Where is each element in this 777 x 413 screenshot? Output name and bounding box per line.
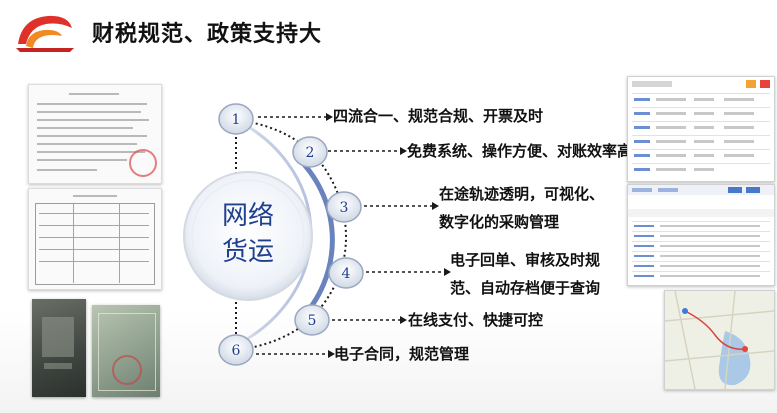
feature-2-text: 免费系统、操作方便、对账效率高	[407, 142, 633, 160]
svg-text:4: 4	[342, 266, 351, 282]
node-1: 1	[218, 103, 254, 135]
center-label: 网络 货运	[208, 198, 288, 270]
feature-5-text: 在线支付、快捷可控	[408, 311, 544, 329]
center-label-line2: 货运	[221, 237, 274, 267]
node-4: 4	[328, 257, 364, 289]
node-2: 2	[292, 136, 328, 168]
node-5: 5	[294, 304, 330, 336]
waybill-table-screenshot	[627, 184, 775, 286]
receipt-photo-left	[32, 299, 86, 397]
svg-text:2: 2	[306, 145, 315, 161]
feature-1-text: 四流合一、规范合规、开票及时	[333, 107, 544, 125]
invoice-form-thumbnail	[28, 188, 162, 290]
svg-text:6: 6	[232, 343, 241, 359]
feature-4-text: 电子回单、审核及时规 范、自动存档便于查询	[450, 251, 601, 297]
license-photo-right	[92, 305, 160, 397]
contract-document-thumbnail	[28, 84, 162, 184]
road-arc-logo-icon	[16, 15, 74, 52]
feature-6-text: 电子合同，规范管理	[334, 345, 470, 363]
page-title: 财税规范、政策支持大	[92, 22, 323, 47]
node-6: 6	[218, 334, 254, 366]
center-label-line1: 网络	[221, 201, 274, 231]
svg-text:5: 5	[308, 313, 317, 329]
route-map-screenshot	[664, 290, 775, 390]
order-list-screenshot	[627, 76, 775, 182]
svg-text:3: 3	[340, 200, 349, 216]
feature-3-text: 在途轨迹透明，可视化、 数字化的采购管理	[439, 185, 605, 231]
map-icon	[665, 291, 774, 389]
node-3: 3	[326, 191, 362, 223]
svg-text:1: 1	[232, 112, 241, 128]
